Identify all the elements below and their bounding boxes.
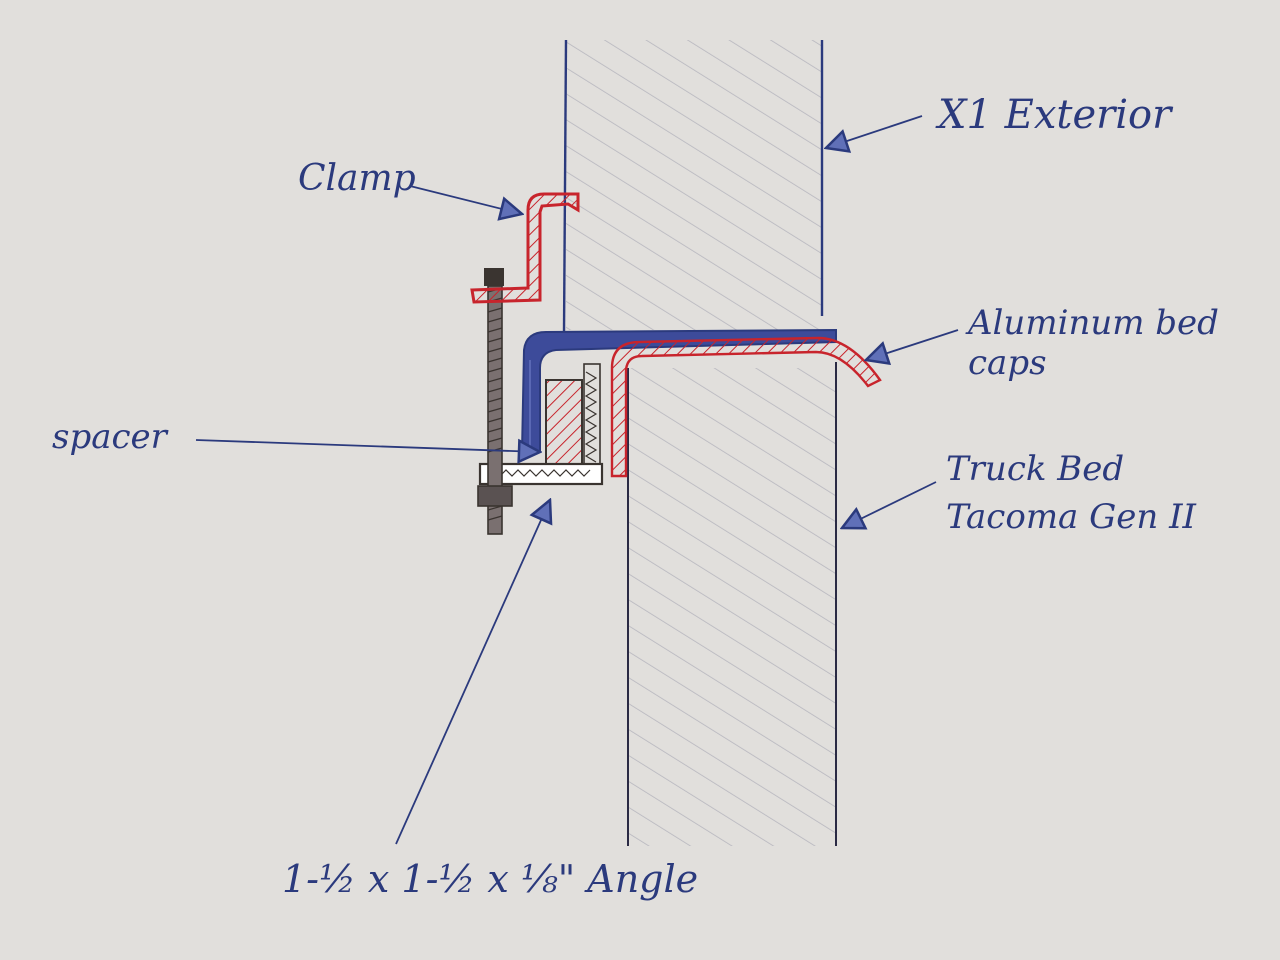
clamp-label: Clamp: [298, 158, 416, 199]
truck-bed-leader: [842, 481, 937, 528]
x1-exterior-label: X1 Exterior: [935, 92, 1174, 138]
clamp-leader: [409, 185, 522, 214]
angle-bottom-flange: [478, 462, 604, 486]
bed-cap-red: [610, 336, 882, 478]
bed-caps-label-line1: Aluminum bed: [965, 303, 1219, 343]
x1-exterior-wall: [562, 39, 824, 333]
bed-caps-label-line2: caps: [968, 343, 1047, 383]
bolt: [477, 268, 513, 535]
clamp-red: [470, 192, 580, 304]
truck-bed-label-line1: Truck Bed: [946, 449, 1124, 489]
x1-exterior-leader: [826, 115, 923, 148]
spacer-block: [545, 363, 601, 477]
leader-lines: [195, 115, 959, 845]
spacer-leader: [195, 440, 540, 452]
bed-caps-leader: [866, 329, 959, 360]
truck-bed-label-line2: Tacoma Gen II: [946, 497, 1197, 537]
truck-bed-wall: [627, 362, 837, 846]
angle-leader: [395, 500, 550, 845]
spacer-label: spacer: [52, 417, 169, 457]
angle-label: 1-½ x 1-½ x ⅛" Angle: [282, 857, 698, 901]
